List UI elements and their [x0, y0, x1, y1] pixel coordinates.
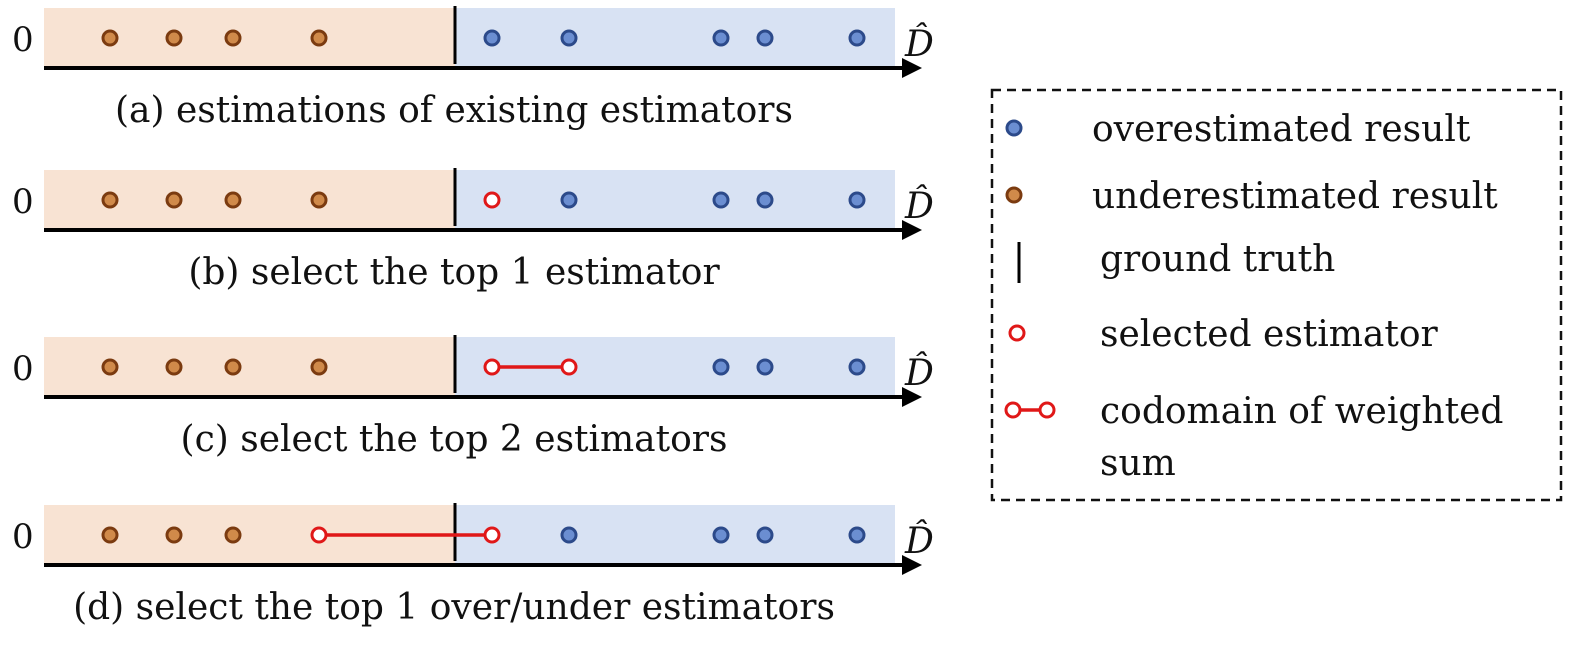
panel-caption: (d) select the top 1 over/under estimato…: [73, 587, 835, 628]
overestimated-dot: [848, 358, 866, 376]
underestimated-dot: [101, 191, 119, 209]
legend-dot: [1005, 119, 1023, 137]
overestimated-dot: [560, 191, 578, 209]
underestimated-dot: [165, 191, 183, 209]
underestimated-dot-icon: [1005, 186, 1023, 204]
underestimated-dot: [165, 358, 183, 376]
legend-label: codomain of weighted: [1100, 391, 1503, 432]
underestimated-dot: [224, 29, 242, 47]
panel-b: 0 D̂ (b) select the top 1 estimator: [12, 168, 934, 293]
selected-circle-icon: [1008, 324, 1026, 342]
overestimated-dot: [848, 526, 866, 544]
codomain-segment-icon: [1004, 401, 1056, 419]
overestimated-dot: [756, 526, 774, 544]
legend-box: [990, 88, 1563, 502]
overestimated-dot: [848, 191, 866, 209]
zero-label: 0: [12, 349, 34, 389]
legend-label: underestimated result: [1092, 176, 1498, 217]
underestimated-dot: [165, 526, 183, 544]
legend-circle: [1008, 324, 1026, 342]
overestimated-dot: [560, 526, 578, 544]
overestimated-dot: [560, 29, 578, 47]
legend-circle: [1038, 401, 1056, 419]
selected-estimator-dot: [483, 526, 501, 544]
underestimated-dot: [224, 191, 242, 209]
axis-label-dhat: D̂: [904, 184, 934, 227]
selected-estimator-dot: [560, 358, 578, 376]
underestimated-dot: [310, 29, 328, 47]
overestimated-dot: [712, 358, 730, 376]
panel-d: 0 D̂ (d) select the top 1 over/under estim…: [12, 503, 934, 628]
legend-dot: [1005, 186, 1023, 204]
legend-circle: [1004, 401, 1022, 419]
overestimated-dot: [848, 29, 866, 47]
overestimated-dot: [756, 191, 774, 209]
underestimated-dot: [165, 29, 183, 47]
legend-label: selected estimator: [1100, 314, 1439, 355]
overestimated-dot: [712, 526, 730, 544]
legend-label: ground truth: [1100, 239, 1335, 280]
legend: overestimated result underestimated resul…: [990, 88, 1563, 502]
underestimated-dot: [224, 526, 242, 544]
panel-caption: (a) estimations of existing estimators: [115, 90, 793, 131]
selected-estimator-dot: [310, 526, 328, 544]
panel-a: 0 D̂ (a) estimations of existing estimator…: [12, 6, 934, 131]
panel-c: 0 D̂ (c) select the top 2 estimators: [12, 335, 934, 460]
selected-estimator-dot: [483, 191, 501, 209]
axis-label-dhat: D̂: [904, 351, 934, 394]
zero-label: 0: [12, 20, 34, 60]
overestimated-dot: [756, 358, 774, 376]
panel-caption: (c) select the top 2 estimators: [181, 419, 728, 460]
overestimated-dot: [712, 191, 730, 209]
overestimated-dot: [712, 29, 730, 47]
underestimated-dot: [310, 358, 328, 376]
underestimated-dot: [224, 358, 242, 376]
legend-label: sum: [1100, 443, 1176, 484]
underestimated-dot: [101, 358, 119, 376]
zero-label: 0: [12, 182, 34, 222]
overestimated-dot: [483, 29, 501, 47]
legend-label: overestimated result: [1092, 109, 1471, 150]
overestimated-dot-icon: [1005, 119, 1023, 137]
underestimated-dot: [101, 526, 119, 544]
overestimate-region: [455, 170, 895, 230]
selected-estimator-dot: [483, 358, 501, 376]
overestimate-region: [455, 505, 895, 565]
underestimated-dot: [101, 29, 119, 47]
axis-label-dhat: D̂: [904, 22, 934, 65]
axis-label-dhat: D̂: [904, 519, 934, 562]
overestimated-dot: [756, 29, 774, 47]
panel-caption: (b) select the top 1 estimator: [188, 252, 720, 293]
underestimated-dot: [310, 191, 328, 209]
zero-label: 0: [12, 517, 34, 557]
overestimate-region: [455, 8, 895, 68]
